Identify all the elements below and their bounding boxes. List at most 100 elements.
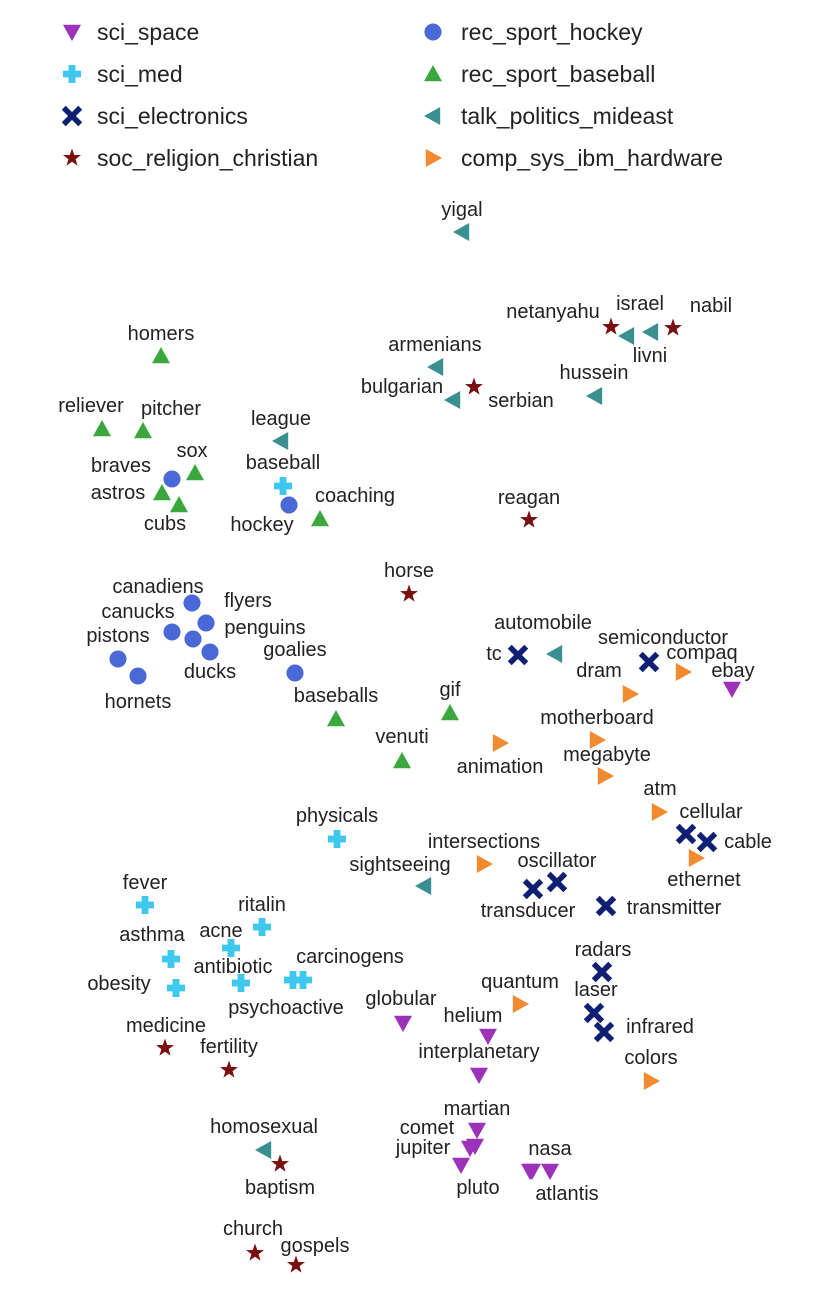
- point-atm: [651, 803, 668, 821]
- point-laser: [583, 1002, 605, 1024]
- label-livni: livni: [633, 345, 667, 367]
- label-motherboard: motherboard: [540, 707, 653, 729]
- point-reagan: [520, 510, 538, 528]
- label-martian: martian: [444, 1098, 511, 1120]
- label-medicine: medicine: [126, 1015, 206, 1037]
- label-reliever: reliever: [58, 395, 124, 417]
- label-ducks: ducks: [184, 661, 236, 683]
- point-serbian: [465, 377, 483, 395]
- point-colors: [643, 1072, 660, 1090]
- point-church: [246, 1243, 264, 1261]
- point-semiconductor: [638, 651, 660, 673]
- label-goalies: goalies: [263, 639, 326, 661]
- label-bulgarian: bulgarian: [361, 376, 443, 398]
- point-gospels: [287, 1255, 305, 1273]
- label-interplanetary: interplanetary: [418, 1041, 539, 1063]
- label-atm: atm: [643, 778, 676, 800]
- label-venuti: venuti: [375, 726, 428, 748]
- label-hussein: hussein: [560, 362, 629, 384]
- label-tc: tc: [486, 643, 502, 665]
- label-armenians: armenians: [388, 334, 481, 356]
- point-venuti: [393, 752, 411, 769]
- point-acne: [222, 939, 240, 957]
- legend-item-rec-sport-hockey: rec_sport_hockey: [424, 19, 643, 45]
- label-pitcher: pitcher: [141, 398, 201, 420]
- point-helium: [479, 1028, 497, 1045]
- point-automobile: [546, 645, 563, 663]
- label-pistons: pistons: [86, 625, 149, 647]
- label-canadiens: canadiens: [112, 576, 203, 598]
- label-hockey: hockey: [230, 514, 293, 536]
- legend-marker-soc-religion-christian: [63, 148, 81, 166]
- point-astros: [153, 484, 171, 501]
- label-helium: helium: [444, 1005, 503, 1027]
- label-megabyte: megabyte: [563, 744, 651, 766]
- label-fever: fever: [123, 872, 168, 894]
- point-baseballs: [327, 710, 345, 727]
- label-asthma: asthma: [119, 924, 185, 946]
- label-antibiotic: antibiotic: [194, 956, 273, 978]
- point-sightseeing: [415, 877, 432, 895]
- point-hussein: [586, 387, 603, 405]
- point-transducer: [522, 878, 544, 900]
- label-jupiter: jupiter: [395, 1137, 451, 1159]
- point-ethernet: [688, 849, 705, 867]
- legend-item-soc-religion-christian: soc_religion_christian: [63, 145, 318, 171]
- point-compaq: [675, 663, 692, 681]
- point-livni: [618, 327, 635, 345]
- point-dram: [622, 685, 639, 703]
- label-carcinogens: carcinogens: [296, 946, 404, 968]
- label-cellular: cellular: [679, 801, 743, 823]
- label-sox: sox: [176, 440, 207, 462]
- point-penguins: [184, 630, 202, 648]
- point-fertility: [220, 1060, 238, 1078]
- point-goalies: [286, 664, 304, 682]
- point-oscillator: [546, 871, 568, 893]
- point-quantum: [512, 995, 529, 1013]
- point-megabyte: [597, 767, 614, 785]
- legend-item-sci-med: sci_med: [63, 61, 183, 87]
- label-church: church: [223, 1218, 283, 1240]
- label-baseball: baseball: [246, 452, 321, 474]
- point-coaching: [311, 510, 329, 527]
- label-sightseeing: sightseeing: [349, 854, 450, 876]
- point-nasa-extra: [523, 1163, 541, 1180]
- label-transducer: transducer: [481, 900, 576, 922]
- label-canucks: canucks: [101, 601, 174, 623]
- label-nasa: nasa: [528, 1138, 572, 1160]
- legend-label-sci-electronics: sci_electronics: [97, 103, 248, 129]
- label-coaching: coaching: [315, 485, 395, 507]
- label-gif: gif: [439, 679, 461, 701]
- label-comet: comet: [400, 1117, 455, 1139]
- legend-marker-sci-electronics: [61, 105, 83, 127]
- legend-label-sci-space: sci_space: [97, 19, 199, 45]
- point-cable: [696, 831, 718, 853]
- point-yigal: [453, 223, 470, 241]
- label-netanyahu: netanyahu: [506, 301, 599, 323]
- label-atlantis: atlantis: [535, 1183, 598, 1205]
- label-psychoactive: psychoactive: [228, 997, 344, 1019]
- legend-label-soc-religion-christian: soc_religion_christian: [97, 145, 318, 171]
- legend-label-rec-sport-baseball: rec_sport_baseball: [461, 61, 655, 87]
- point-motherboard: [589, 731, 606, 749]
- point-pistons: [109, 650, 127, 668]
- label-quantum: quantum: [481, 971, 559, 993]
- label-cable: cable: [724, 831, 772, 853]
- point-globular: [394, 1015, 412, 1032]
- label-horse: horse: [384, 560, 434, 582]
- point-medicine: [156, 1038, 174, 1056]
- point-baseball: [274, 477, 292, 495]
- point-infrared: [593, 1021, 615, 1043]
- label-obesity: obesity: [87, 973, 150, 995]
- point-obesity: [167, 979, 185, 997]
- point-armenians: [427, 358, 444, 376]
- point-interplanetary: [470, 1067, 488, 1084]
- point-league: [272, 432, 289, 450]
- label-baptism: baptism: [245, 1177, 315, 1199]
- point-cubs: [170, 496, 188, 513]
- point-baptism: [271, 1154, 289, 1172]
- point-cellular: [675, 823, 697, 845]
- legend-marker-rec-sport-baseball: [424, 65, 442, 82]
- point-antibiotic: [232, 974, 250, 992]
- label-fertility: fertility: [200, 1036, 258, 1058]
